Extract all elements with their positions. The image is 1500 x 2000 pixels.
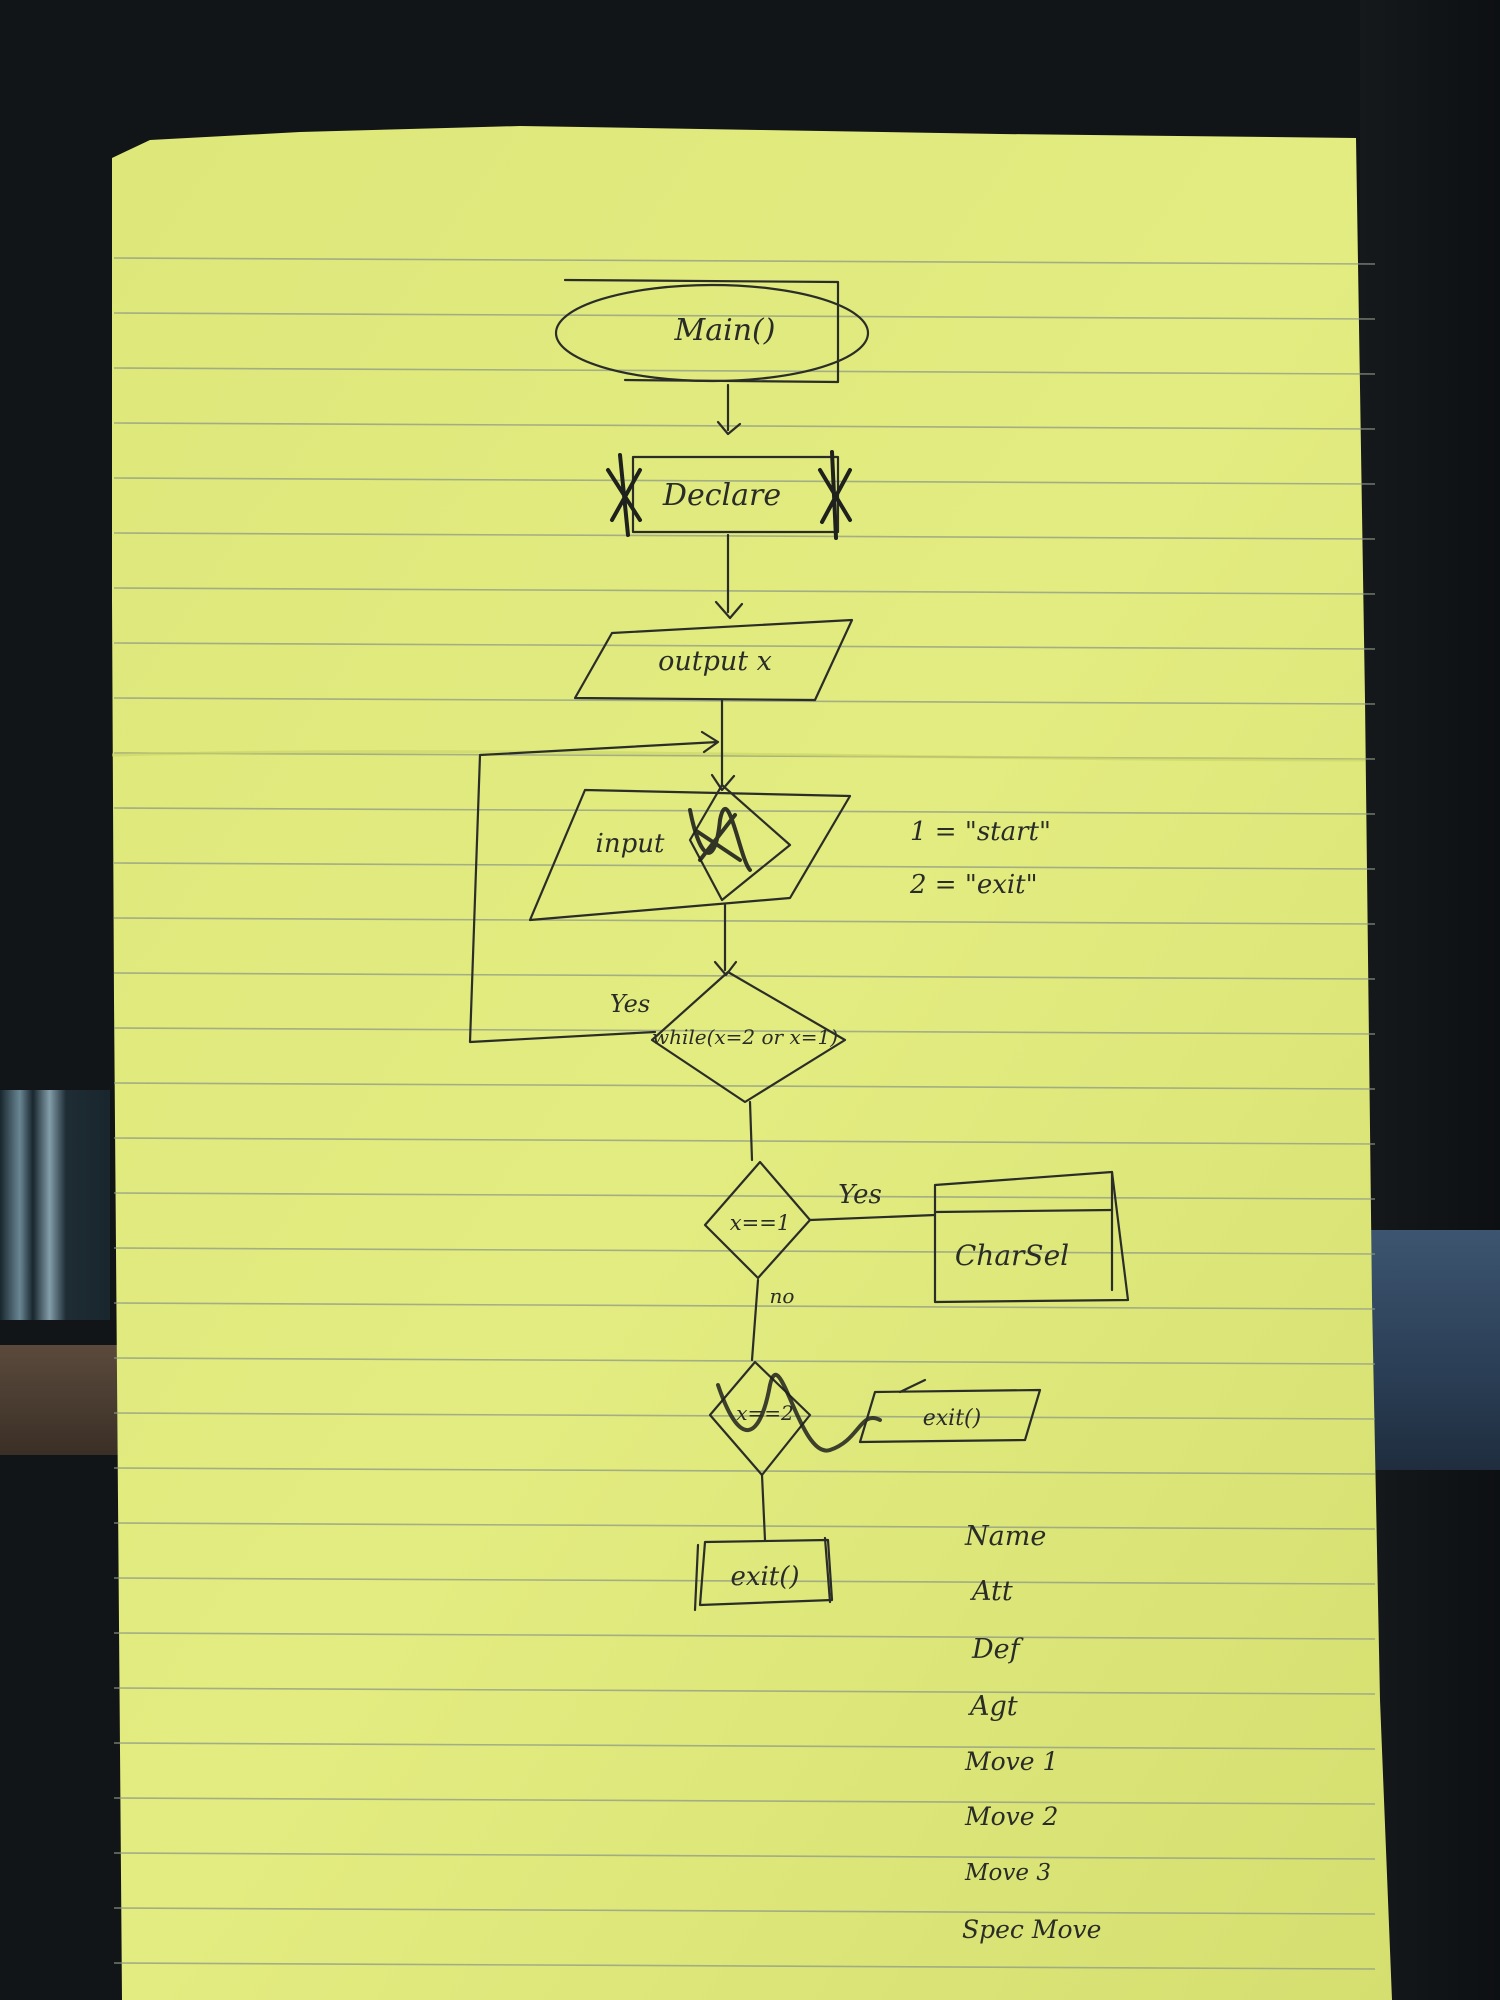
input-note-exit: 2 = "exit": [909, 870, 1038, 900]
rule-line: [113, 1577, 1376, 1585]
rule-line: [113, 367, 1376, 375]
rule-line: [113, 1247, 1376, 1255]
check-one-no-label: no: [770, 1284, 795, 1308]
rule-line: [113, 532, 1376, 540]
attr-move1: Move 1: [964, 1747, 1058, 1776]
check-one-label: x==1: [730, 1211, 790, 1235]
rule-line: [113, 1522, 1376, 1530]
attr-name: Name: [964, 1521, 1046, 1552]
line-check2-exit-end: [760, 1473, 767, 1542]
check-one-yes-label: Yes: [838, 1180, 882, 1210]
input-note-start: 1 = "start": [910, 817, 1051, 847]
rule-line: [113, 1137, 1376, 1145]
check-two-label: x==2: [736, 1401, 794, 1425]
paper-fold-crease: [111, 750, 1366, 762]
rule-line: [113, 1302, 1376, 1310]
input-label: input: [596, 829, 665, 859]
arrow-output-input: [710, 698, 736, 792]
rule-line: [113, 1412, 1376, 1420]
main-label: Main(): [674, 313, 776, 348]
background-dark-right: [1360, 0, 1500, 2000]
input-io: input: [528, 783, 852, 922]
ruled-lines: [113, 257, 1376, 1970]
loop-back-line: [468, 730, 720, 1044]
background-blue-object: [1360, 1230, 1500, 1470]
rule-line: [113, 1797, 1376, 1805]
arrow-declare-output: [714, 533, 744, 620]
rule-line: [113, 1632, 1376, 1640]
rule-line: [113, 1907, 1376, 1915]
check-one-decision: x==1 Yes no: [703, 1160, 882, 1308]
rule-line: [113, 1467, 1376, 1475]
check-two-decision: x==2: [708, 1360, 882, 1477]
attr-move3: Move 3: [964, 1860, 1051, 1886]
while-label: while(x=2 or x=1): [652, 1025, 838, 1049]
line-yes-charsel: [808, 1213, 937, 1222]
charsel-label: CharSel: [955, 1239, 1069, 1272]
main-terminator: Main(): [554, 278, 870, 384]
rule-line: [113, 972, 1376, 980]
rule-line: [113, 1687, 1376, 1695]
attr-def: Def: [971, 1634, 1024, 1665]
rule-line: [113, 917, 1376, 925]
attr-agt: Agt: [967, 1691, 1018, 1722]
output-x-io: output x: [573, 618, 854, 702]
exit-io-label: exit(): [923, 1406, 981, 1431]
declare-process: Declare: [606, 450, 852, 540]
character-attribute-list: Name Att Def Agt Move 1 Move 2 Move 3 Sp…: [962, 1521, 1101, 1944]
exit-end-label: exit(): [730, 1562, 799, 1592]
rule-line: [113, 1357, 1376, 1365]
paper-surface: [112, 126, 1392, 2000]
rule-line: [113, 1027, 1376, 1035]
attr-spec-move: Spec Move: [962, 1915, 1101, 1944]
rule-line: [113, 697, 1376, 705]
while-yes-label: Yes: [610, 990, 650, 1018]
rule-line: [113, 477, 1376, 485]
line-while-check1: [748, 1100, 754, 1162]
charsel-process: CharSel: [933, 1170, 1130, 1304]
attr-att: Att: [969, 1576, 1013, 1607]
rule-line: [113, 1742, 1376, 1750]
rule-line: [113, 312, 1376, 320]
attr-move2: Move 2: [964, 1802, 1058, 1831]
exit-terminator: exit(): [693, 1536, 834, 1612]
rule-line: [113, 807, 1376, 815]
background-window-glare: [0, 1090, 110, 1320]
rule-line: [113, 257, 1376, 265]
rule-line: [113, 642, 1376, 650]
declare-label: Declare: [662, 478, 781, 513]
rule-line: [113, 422, 1376, 430]
rule-line: [113, 587, 1376, 595]
output-label: output x: [658, 646, 772, 677]
exit-io: exit(): [858, 1378, 1042, 1444]
rule-line: [113, 862, 1376, 870]
rule-line: [113, 1082, 1376, 1090]
rule-line: [113, 1962, 1376, 1970]
rule-line: [113, 1192, 1376, 1200]
background-wood-edge: [0, 1345, 140, 1455]
rule-line: [113, 1852, 1376, 1860]
arrow-main-declare: [716, 383, 742, 436]
line-check1-check2: [750, 1278, 760, 1362]
while-decision: while(x=2 or x=1) Yes: [610, 970, 847, 1104]
